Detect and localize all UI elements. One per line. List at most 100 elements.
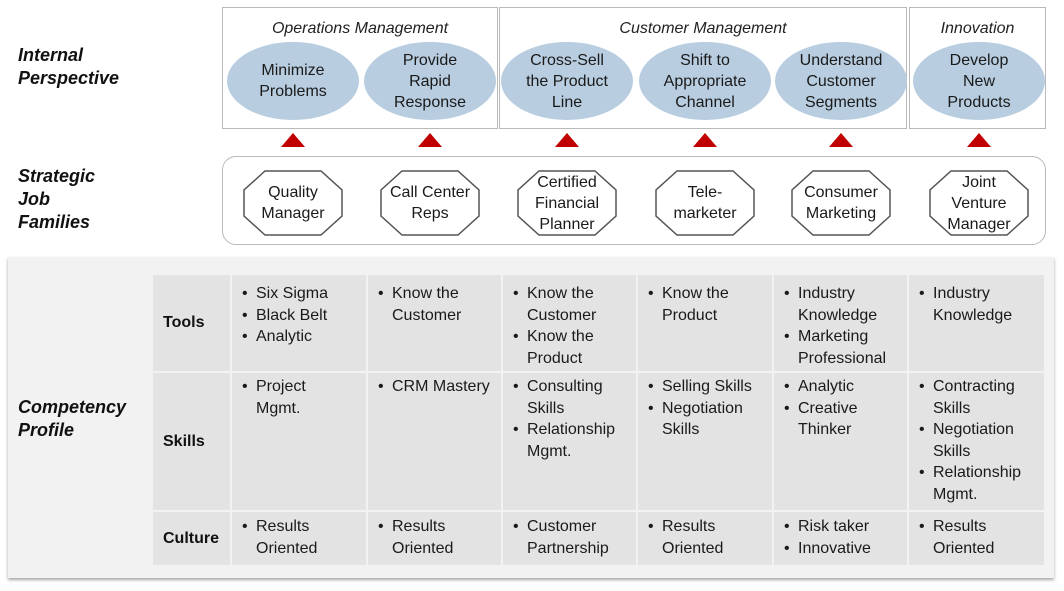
competency-item-line: Product — [527, 349, 583, 367]
competency-row-label: Culture — [163, 529, 219, 547]
competency-list: Risk takerInnovative — [783, 516, 904, 559]
competency-item-line: Skills — [662, 421, 700, 438]
competency-item-line: Contracting — [933, 378, 1015, 395]
competency-item-line: Results — [256, 518, 310, 535]
competency-item-line: Knowledge — [933, 306, 1013, 324]
competency-item: Risk taker — [783, 516, 904, 538]
competency-list: CRM Mastery — [377, 376, 498, 398]
up-arrow-icon — [829, 133, 853, 147]
competency-item-line: Oriented — [392, 539, 454, 557]
strategic-job-families-label-line: Strategic — [18, 166, 96, 186]
strategic-job-families-label: Strategic Job Families — [18, 165, 95, 234]
job-family-line: Manager — [947, 215, 1011, 233]
process-line: Line — [551, 93, 583, 111]
competency-item-line: Industry — [933, 285, 990, 302]
competency-item-line: CRM Mastery — [392, 378, 490, 395]
competency-item-line: Mgmt. — [256, 399, 301, 417]
competency-item-line: Knowledge — [798, 306, 878, 324]
competency-item-line: Partnership — [527, 539, 609, 557]
job-family-line: Reps — [411, 205, 449, 222]
competency-item: Innovative — [783, 538, 904, 560]
process-line: Provide — [402, 51, 458, 69]
up-arrow-icon — [693, 133, 717, 147]
competency-item-line: Innovative — [798, 539, 871, 557]
competency-item-line: Black Belt — [256, 306, 328, 324]
up-arrow-icon — [281, 133, 305, 147]
process-line: Develop — [949, 51, 1009, 69]
competency-item-line: Mgmt. — [933, 485, 978, 503]
competency-item-line: Results — [662, 518, 716, 535]
octagon-shape — [517, 170, 617, 236]
competency-item-line: Marketing — [798, 328, 869, 345]
competency-item-line: Skills — [527, 399, 565, 417]
competency-item-line: Results — [392, 518, 446, 535]
competency-item-line: Selling Skills — [662, 378, 752, 395]
competency-profile-label: Competency Profile — [18, 396, 126, 442]
process-line: Understand — [799, 51, 883, 69]
competency-item-line: Thinker — [798, 421, 852, 438]
process-line: Response — [393, 93, 467, 111]
job-family-line: Quality — [268, 184, 318, 201]
job-family-line: Call Center — [389, 184, 471, 201]
competency-item-line: Oriented — [933, 539, 995, 557]
competency-item-line: Consulting — [527, 378, 603, 395]
process-line: Minimize — [261, 62, 325, 79]
group-title: Innovation — [940, 20, 1015, 37]
competency-item-line: Know the — [527, 285, 594, 302]
octagon-shape — [791, 170, 891, 236]
internal-perspective-label: Internal Perspective — [18, 44, 119, 90]
job-family-text: Tele-marketer — [655, 170, 755, 236]
process-line: New — [962, 72, 995, 90]
competency-list: IndustryKnowledgeMarketingProfessional — [783, 283, 904, 369]
process-line: Appropriate — [663, 72, 747, 90]
process-line: Products — [947, 93, 1011, 111]
job-families-container — [222, 156, 1046, 245]
process-line: Shift to — [680, 51, 730, 69]
competency-list: Selling SkillsNegotiationSkills — [647, 376, 769, 441]
competency-list: Six SigmaBlack BeltAnalytic — [241, 283, 363, 348]
competency-item-line: Customer — [392, 306, 462, 324]
internal-perspective-label-line: Perspective — [18, 68, 120, 88]
competency-item-line: Oriented — [662, 539, 724, 557]
job-family-line: Marketing — [805, 205, 877, 222]
job-family-octagon: Tele-marketer — [655, 170, 755, 236]
competency-item-line: Negotiation — [662, 399, 743, 417]
group-title: Operations Management — [271, 20, 449, 37]
job-family-line: Certified — [537, 173, 597, 191]
competency-row-label: Tools — [163, 314, 205, 331]
competency-profile-label-line: Competency — [18, 397, 127, 417]
competency-item-line: Results — [933, 518, 987, 535]
